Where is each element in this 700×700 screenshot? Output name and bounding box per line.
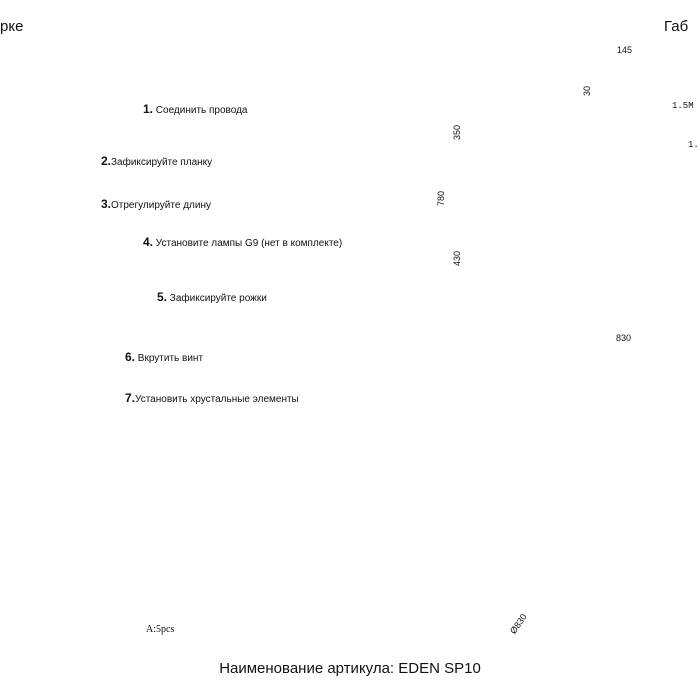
left-section-heading: рке [0, 18, 24, 35]
arm-with-socket [35, 237, 140, 282]
step-7: 7.Установить хрустальные элементы [125, 391, 299, 405]
dim-width: 830 [616, 333, 632, 343]
step-number: 6. [125, 350, 136, 364]
suspension-cables [0, 133, 101, 271]
crystal-strands [2, 346, 124, 417]
central-hub [1, 269, 156, 299]
step-text: Установите лампы G9 (нет в комплекте) [155, 238, 343, 249]
step-text: Зафиксируйте планку [111, 157, 213, 168]
step-3: 3.Отрегулируйте длину [101, 197, 211, 211]
step-1: 1. Соединить провода [143, 102, 248, 116]
dim-cable-length-2: 1. [688, 140, 699, 150]
step-number: 7. [125, 391, 136, 405]
glass-plate [5, 307, 43, 345]
step-text: Зафиксируйте рожки [169, 293, 267, 304]
article-name-footer: Наименование артикула: EDEN SP10 [219, 660, 481, 677]
wires [11, 95, 21, 119]
step-number: 2. [101, 154, 112, 168]
dim-canopy-height: 30 [582, 85, 592, 96]
dim-lower-height: 430 [452, 250, 462, 266]
connector-detail [19, 91, 142, 145]
mounting-bar [1, 123, 100, 163]
step-text: Установить хрустальные элементы [135, 394, 299, 405]
dim-diameter: Ø830 [508, 611, 529, 636]
screwdriver [59, 341, 124, 361]
step-text: Вкрутить винт [137, 353, 204, 364]
step-number: 4. [143, 235, 154, 249]
dim-total-height: 780 [436, 190, 446, 206]
dimension-lines [440, 52, 700, 350]
dim-upper-height: 350 [452, 124, 462, 140]
chandelier-top-view [483, 362, 700, 643]
step-2: 2.Зафиксируйте планку [101, 154, 212, 168]
chandelier-side-view [474, 65, 700, 319]
ceiling-plate [0, 83, 43, 96]
crystal-curtain [474, 196, 700, 319]
step-number: 5. [157, 290, 168, 304]
dim-cable-length: 1.5M [672, 101, 694, 111]
step-6: 6. Вкрутить винт [125, 350, 203, 364]
arm-detail [79, 469, 229, 613]
step-text: Соединить провода [155, 105, 248, 116]
right-section-heading: Габ [664, 18, 689, 35]
step-5: 5. Зафиксируйте рожки [157, 290, 267, 304]
step-4: 4. Установите лампы G9 (нет в комплекте) [143, 235, 342, 249]
arm-quantity-caption: A:5pcs [146, 624, 175, 635]
step-number: 1. [143, 102, 154, 116]
dim-top-width: 145 [617, 45, 633, 55]
leaf-branch [39, 252, 159, 302]
step-number: 3. [101, 197, 112, 211]
step-text: Отрегулируйте длину [111, 200, 211, 211]
